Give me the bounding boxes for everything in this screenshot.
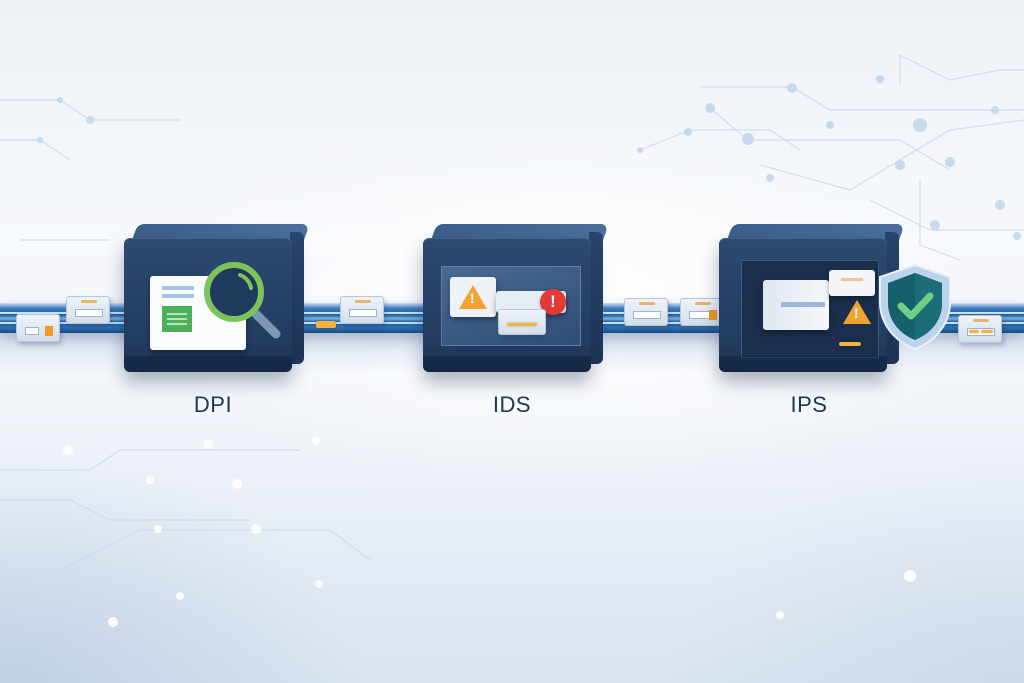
device-front bbox=[124, 238, 292, 372]
device-side bbox=[290, 232, 304, 364]
screen: ! ! bbox=[441, 266, 581, 346]
warning-triangle-icon: ! bbox=[459, 285, 487, 309]
magnifier-icon bbox=[204, 262, 281, 339]
dpi-device bbox=[124, 224, 310, 372]
ids-label: IDS bbox=[492, 392, 532, 417]
packet-icon bbox=[958, 315, 1002, 343]
packet-icon bbox=[66, 296, 110, 324]
packet-icon bbox=[16, 314, 60, 342]
ids-device: ! ! bbox=[423, 224, 609, 372]
device-front: ! bbox=[719, 238, 887, 372]
packet-icon bbox=[763, 280, 829, 330]
device-front: ! ! bbox=[423, 238, 591, 372]
data-chip bbox=[316, 321, 336, 328]
ips-label: IPS bbox=[790, 392, 828, 417]
dpi-label: DPI bbox=[193, 392, 233, 417]
packet-icon bbox=[624, 298, 668, 326]
packet-icon bbox=[829, 270, 875, 296]
warning-triangle-icon: ! bbox=[843, 300, 871, 324]
data-chip bbox=[839, 342, 861, 346]
device-side bbox=[589, 232, 603, 364]
ips-device: ! bbox=[719, 224, 905, 372]
packet-icon bbox=[498, 309, 546, 335]
packet-icon bbox=[680, 298, 724, 326]
alert-panel: ! bbox=[450, 277, 496, 317]
packet-icon bbox=[340, 296, 384, 324]
shield-check-icon bbox=[879, 263, 951, 351]
